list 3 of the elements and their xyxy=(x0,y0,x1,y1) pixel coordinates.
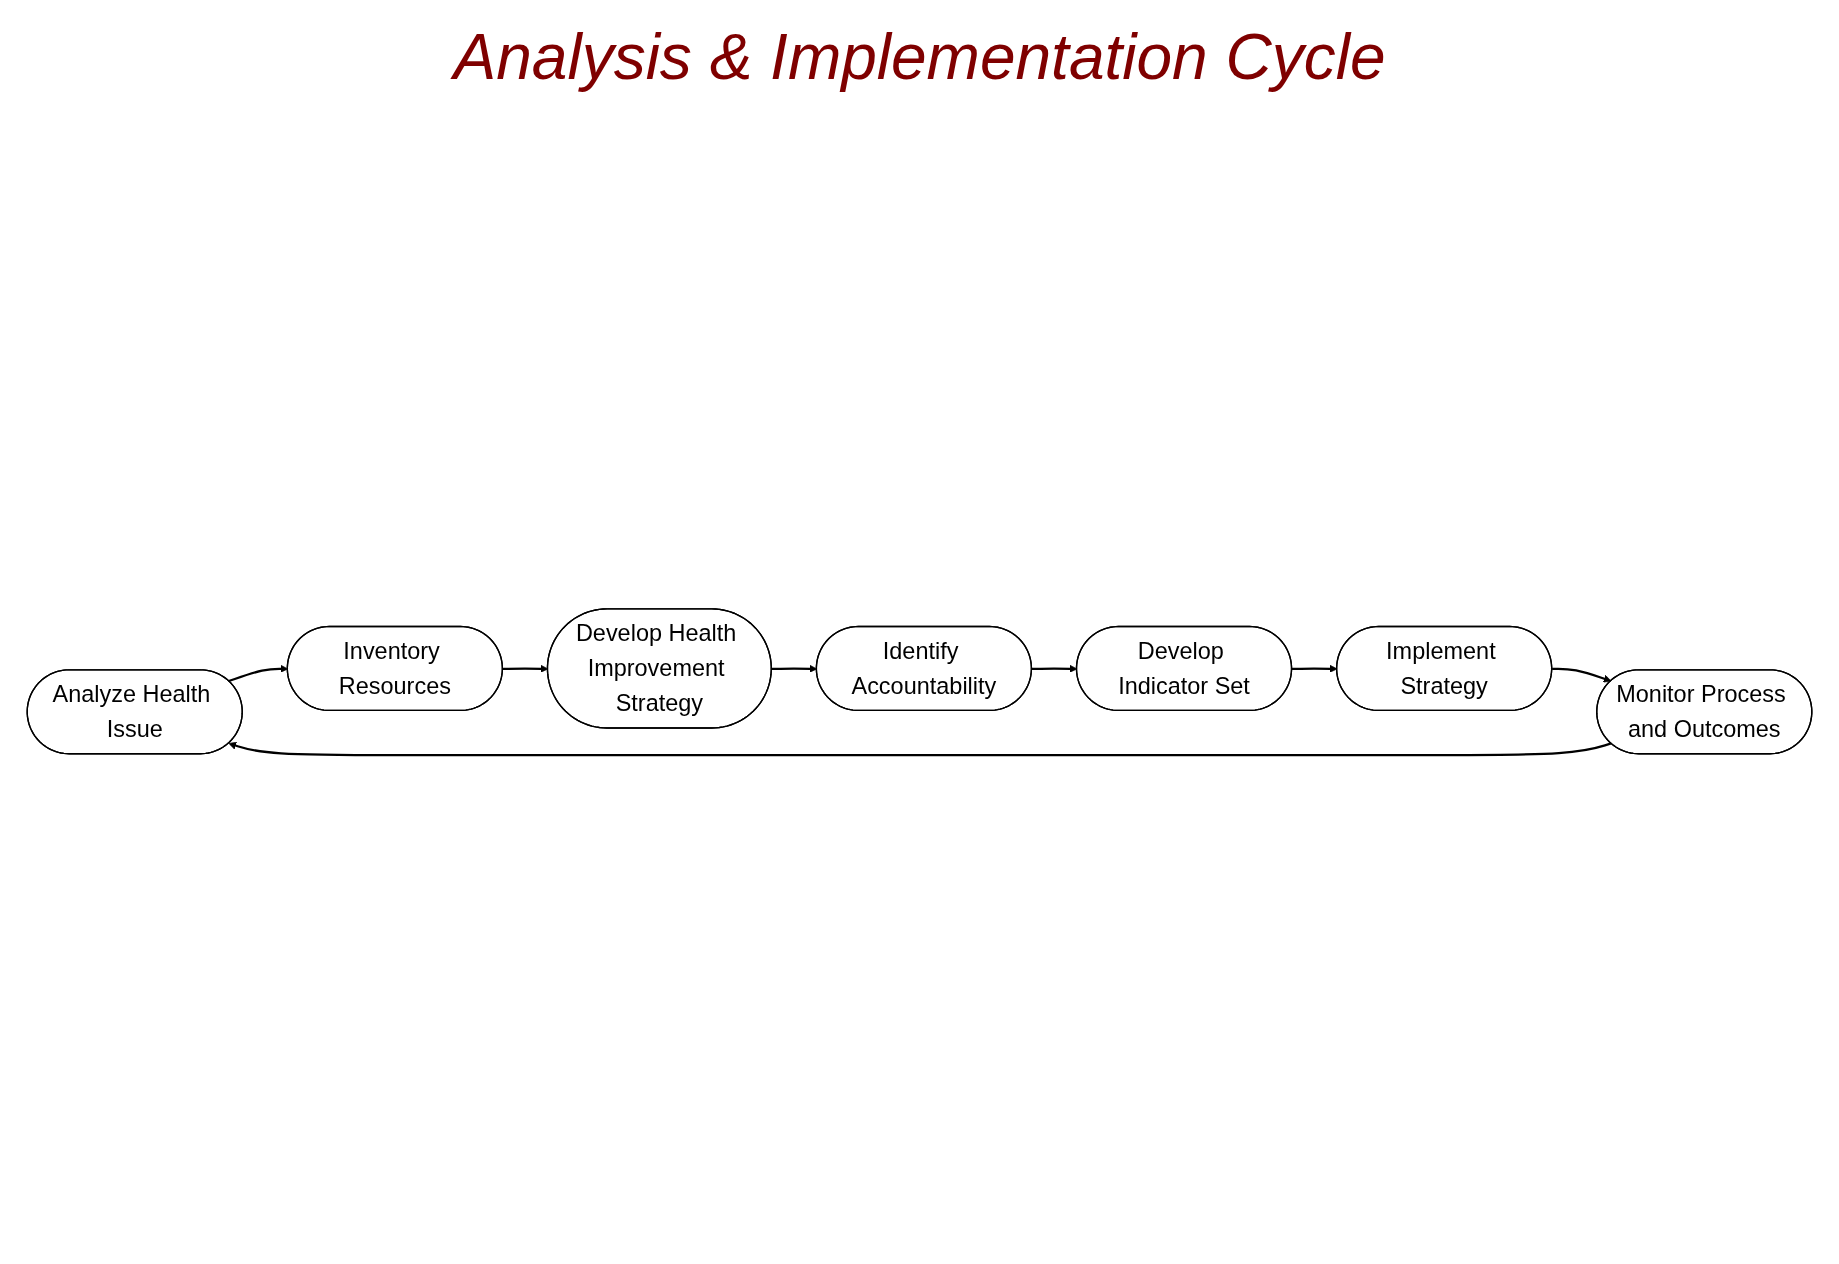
diagram-title: Analysis & Implementation Cycle xyxy=(0,20,1839,94)
arrow xyxy=(228,741,1612,757)
arrow xyxy=(1552,667,1612,683)
